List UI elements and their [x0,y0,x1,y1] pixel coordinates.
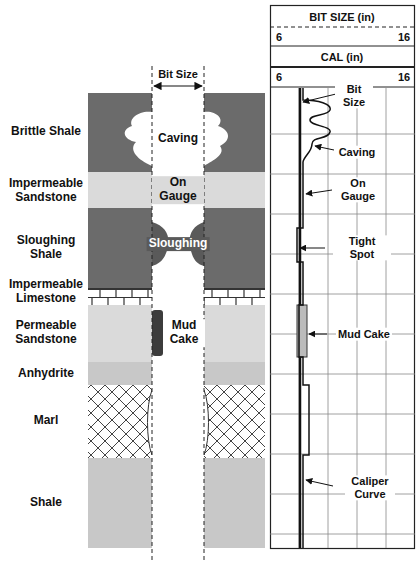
log-track [270,6,415,549]
caving-cavity [125,112,228,166]
bit-size-line [152,66,153,562]
callout-label: On Gauge [332,177,384,202]
on-gauge-label: On Gauge [152,176,204,204]
hole [152,389,204,456]
marl-washout [148,390,209,455]
sloughing-label: Sloughing [147,237,210,251]
formation-name: Anhydrite [18,367,74,381]
grid-line [270,174,415,175]
mud-cake-label: Mud Cake [163,319,205,347]
marl-layer [88,385,265,458]
grid-line [270,454,415,455]
track-grid [270,88,415,548]
track-frame [271,6,415,549]
sandstone-layer [88,172,265,208]
grid-line [270,414,415,415]
formation-name: Sloughing Shale [5,234,87,262]
scale-value: 6 [274,71,284,84]
callout-label: Caliper Curve [345,475,395,500]
track-header: BIT SIZE (in) [307,11,376,24]
grid-line [270,134,415,135]
grid-line [270,294,415,295]
grid-line [270,214,415,215]
leader-arrow [315,146,334,150]
grid-line [270,534,415,535]
callout-label: Caving [337,146,378,159]
formation-name: Impermeable Limestone [5,278,87,306]
callout-label: Mud Cake [336,328,392,341]
track-header: CAL (in) [319,51,366,64]
scale-value: 6 [274,31,284,44]
header-line [270,66,415,68]
formation-layers [88,93,265,548]
formation-name: Permeable Sandstone [5,319,87,347]
leader-arrow [306,480,333,486]
leader-arrow [306,190,332,194]
formation-name: Shale [30,496,62,510]
leader-arrows [300,94,336,486]
header-line [270,46,415,47]
formation-name: Impermeable Sandstone [5,177,87,205]
bit-size-arrow [154,85,202,86]
callout-label: Bit Size [335,83,373,108]
callout-label: Tight Spot [333,235,391,260]
caving-label: Caving [156,132,200,146]
scale-value: 16 [396,31,412,44]
leader-arrow [309,334,327,335]
formation-name: Brittle Shale [11,125,81,139]
bit-size-line [204,66,205,562]
leader-arrow [300,248,325,249]
formation-name: Marl [34,414,59,428]
grid-line [270,374,415,375]
scale-value: 16 [396,71,412,84]
borehole [125,66,228,562]
bit-size-label: Bit Size [156,68,200,81]
caliper-curve [297,88,330,548]
mud-cake [152,310,163,356]
header-line [270,27,415,28]
grid-line [328,88,329,548]
leader-arrow [303,94,336,102]
